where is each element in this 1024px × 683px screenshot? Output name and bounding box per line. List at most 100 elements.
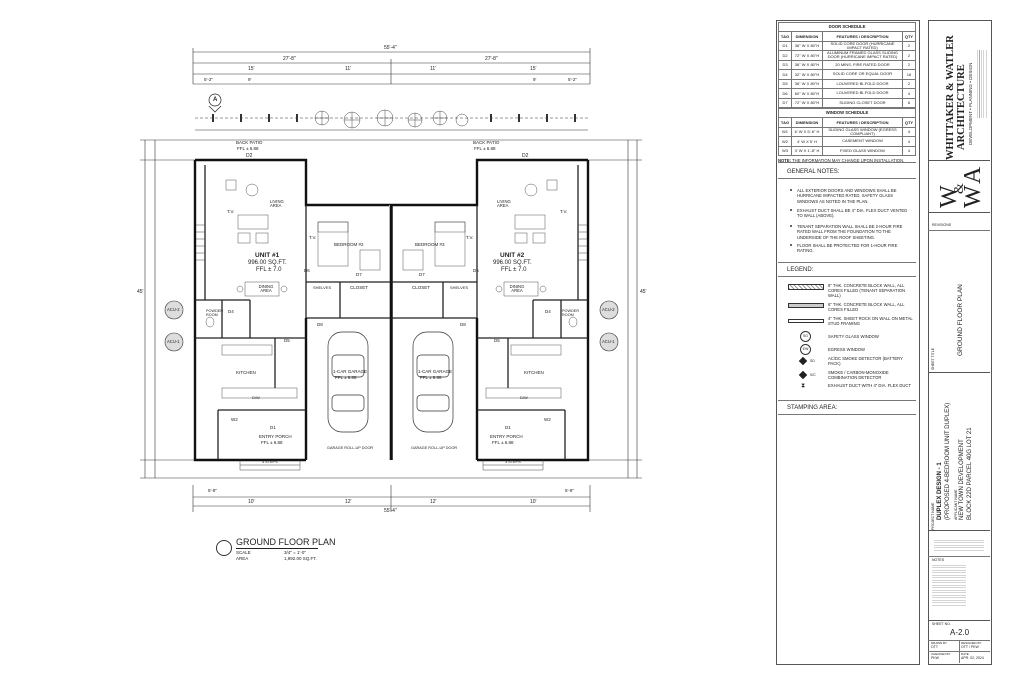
plan-caption-title: GROUND FLOOR PLAN: [236, 537, 336, 547]
dim-10-right: 10': [530, 499, 537, 505]
cell-dimension: 36" W X 80"H: [791, 78, 823, 89]
cell-qty: 6: [902, 97, 916, 108]
cell-tag: D1: [778, 40, 792, 51]
firm-name: WHITTAKER & WATLER: [945, 35, 956, 160]
cell-qty: 2: [902, 59, 916, 70]
col-tag: TAG: [778, 31, 792, 42]
drawn-by-label: DRAWN BY: [931, 641, 948, 645]
cell-tag: D4: [778, 69, 792, 80]
door-tag-d1-right: D1: [505, 425, 511, 430]
table-header-row: TAG DIMENSION FEATURES / DESCRIPTION QTY: [778, 117, 916, 128]
door-tag-d7-left: D7: [356, 272, 362, 277]
cell-description: FIXED GLASS WINDOW: [822, 145, 903, 156]
unit-1-area: 996.00 SQ.FT.: [248, 260, 287, 266]
legend-4in-sheetrock: 4" THK. SHEET ROCK ON WALL ON METAL STUD…: [828, 316, 913, 327]
divider: [928, 530, 990, 531]
cell-dimension: 72" W X 80"H: [791, 97, 823, 108]
divider: [778, 262, 916, 263]
tv-bedroom3: T.V.: [466, 235, 474, 240]
garage-left-ffl: FFL ± 6.88: [335, 375, 357, 380]
cell-dimension: 36" W X 80"H: [791, 40, 823, 51]
cell-tag: D7: [778, 97, 792, 108]
half-width-dim-right: 27'-8": [485, 56, 498, 62]
cell-description: CASEMENT WINDOW: [822, 136, 903, 147]
garage-left: 1-CAR GARAGE: [333, 369, 368, 374]
cell-qty: 16: [902, 69, 916, 80]
stamping-area-title: STAMPING AREA:: [787, 405, 838, 411]
divider: [928, 212, 990, 213]
divider: [928, 230, 990, 231]
firm-logo: W & W A: [930, 162, 988, 210]
cell-tag: D5: [778, 78, 792, 89]
designed-by: OTT / PKW: [961, 645, 979, 649]
divider: [778, 400, 916, 401]
logo-letter-w2: W: [960, 185, 986, 208]
caption-marker: [216, 540, 232, 556]
col-qty: QTY: [902, 117, 916, 128]
sheet-number: A-2.0: [950, 628, 970, 637]
door-schedule-table: TAG DIMENSION FEATURES / DESCRIPTION QTY…: [778, 31, 916, 108]
divider: [928, 372, 990, 373]
cell-tag: W2: [778, 136, 792, 147]
divider: [928, 556, 990, 557]
cell-dimension: 60" W X 80"H: [791, 88, 823, 99]
acu-1-right: ACU-1: [602, 339, 615, 344]
legend-symbol-sc-text: S/C: [810, 373, 816, 377]
kitchen-left: KITCHEN: [236, 370, 256, 375]
door-tag-d2-left: D2: [246, 153, 253, 159]
cell-description: SOLID CORE DOOR (HURRICANE IMPACT RATED): [822, 40, 903, 51]
col-tag: TAG: [778, 117, 792, 128]
cell-description: ALUMINUM FRAMED GLASS SLIDING DOOR (HURR…: [822, 50, 903, 61]
legend-8in-block: 8" THK. CONCRETE BLOCK WALL, ALL CORES F…: [828, 283, 906, 299]
door-tag-d6-left: D6: [304, 268, 310, 273]
note-label: NOTE:: [778, 158, 792, 163]
divider: [928, 620, 990, 621]
general-note-4: FLOOR SHALL BE PROTECTED FOR 1-HOUR FIRE…: [797, 243, 898, 254]
sheet-no-label: SHEET NO.: [932, 622, 951, 626]
door-tag-d4-left: D4: [228, 309, 234, 314]
legend-swatch-6in-block: [788, 303, 824, 308]
plan-caption-scale: 3/4" = 1'-0": [284, 550, 306, 555]
door-tag-d5-right: D5: [494, 338, 500, 343]
cell-description: SLIDING GLASS WINDOW (EGRESS COMPLIANT): [822, 126, 903, 137]
col-qty: QTY: [902, 31, 916, 42]
divider: [778, 178, 916, 179]
entry-porch-right-ffl: FFL ± 6.88: [492, 440, 514, 445]
legend-symbol-sd-text: SD: [810, 359, 815, 363]
acu-1-left: ACU-1: [167, 339, 180, 344]
closet-right: CLOSET: [412, 285, 431, 290]
half-width-dim-left: 27'-8": [283, 56, 296, 62]
bullet: [790, 244, 792, 246]
window-schedule: WINDOW SCHEDULE TAG DIMENSION FEATURES /…: [778, 108, 916, 163]
legend-smoke-detector: AC/DC SMOKE DETECTOR (BATTERY PACK): [828, 356, 903, 367]
garage-right: 1-CAR GARAGE: [418, 369, 453, 374]
window-tag-w2-right: W2: [544, 417, 551, 422]
checked-by-label: CHECKED BY: [931, 652, 951, 656]
note-text: THE INFORMATION MAY CHANGE UPON INSTALLA…: [792, 158, 905, 163]
cell-tag: D6: [778, 88, 792, 99]
dim-15-right: 15': [530, 66, 537, 72]
plan-caption-area-label: AREA: [236, 556, 249, 561]
cell-tag: D3: [778, 59, 792, 70]
back-patio-right-ffl: FFL ± 6.88: [474, 146, 496, 151]
designed-by-label: DESIGNED BY: [961, 641, 982, 645]
title-block-notes-text: [932, 565, 966, 607]
legend-egress: EGRESS WINDOW: [828, 347, 865, 352]
firm-tagline: DEVELOPMENT • PLANNING • DESIGN: [968, 62, 973, 145]
tv-left: T.V.: [227, 209, 235, 214]
legend-swatch-4in-sheetrock: [788, 319, 824, 323]
firm-address-block: [977, 50, 987, 118]
cell-tag: W3: [778, 145, 792, 156]
garage-door-left: GARAGE ROLL-UP DOOR: [327, 446, 374, 450]
garage-right-ffl: FFL ± 6.88: [420, 375, 442, 380]
table-header-row: TAG DIMENSION FEATURES / DESCRIPTION QTY: [778, 31, 916, 42]
cell-tag: W1: [778, 126, 792, 137]
firm-name-line2: ARCHITECTURE: [956, 64, 967, 150]
cell-qty: 4: [902, 145, 916, 156]
legend-symbol-egress: EW: [800, 344, 811, 355]
bullet: [790, 209, 792, 211]
